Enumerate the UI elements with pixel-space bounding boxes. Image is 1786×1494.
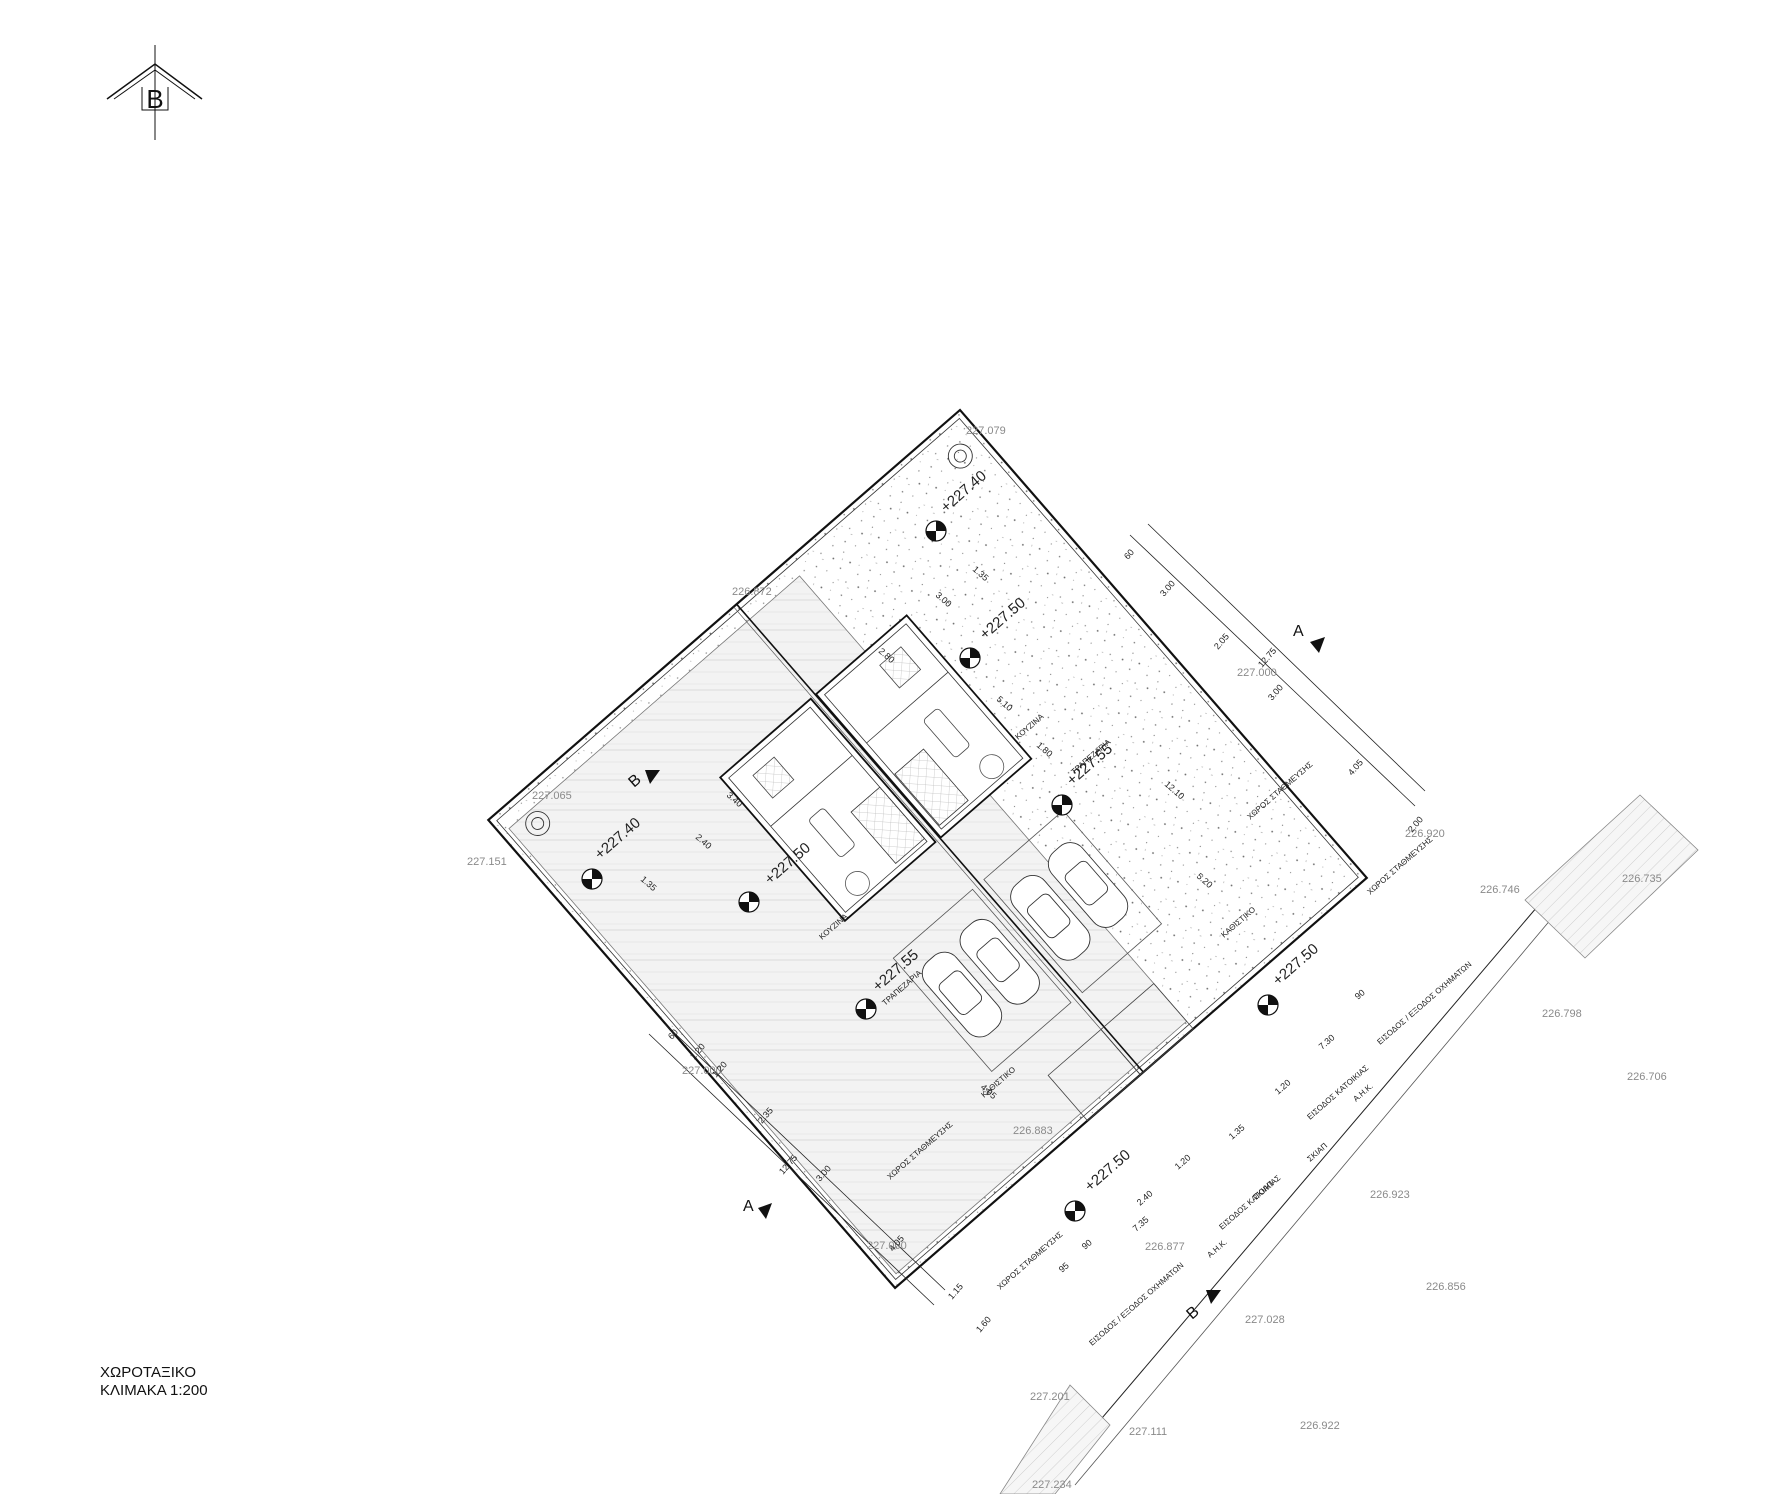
spot-level: 227.028 [1245, 1314, 1285, 1326]
dimension: 60 [1122, 547, 1136, 561]
spot-level: 227.000 [682, 1065, 722, 1077]
parking-bay-south [892, 888, 1072, 1072]
svg-text:A: A [743, 1198, 754, 1215]
spot-level: 226.872 [732, 586, 772, 598]
dimension: 7.35 [1131, 1214, 1151, 1233]
kitchen-unit-south [752, 756, 795, 799]
spot-level: 226.706 [1627, 1071, 1667, 1083]
dimension: 90 [1353, 987, 1367, 1001]
room-label-house-entrance: ΕΙΣΟΔΟΣ ΚΑΤΟΙΚΙΑΣ [1217, 1173, 1282, 1231]
spot-level: 227.234 [1032, 1479, 1072, 1491]
spot-level: 227.201 [1030, 1391, 1070, 1403]
room-label-parking: ΧΩΡΟΣ ΣΤΑΘΜΕΥΣΗΣ [995, 1230, 1064, 1292]
room-label-skiap: ΣΚΙΑΠ [1251, 1179, 1275, 1201]
spot-level: 227.079 [966, 425, 1006, 437]
parking-bay-north [983, 810, 1163, 994]
drawing-title-name: ΧΩΡΟΤΑΞΙΚΟ [100, 1364, 197, 1381]
spot-level: 226.856 [1426, 1281, 1466, 1293]
section-marker-a: A A [743, 623, 1325, 1219]
house-north [814, 614, 1033, 839]
stair-south [850, 786, 925, 864]
drawing-title-scale: ΚΛΙΜΑΚΑ 1:200 [100, 1382, 208, 1399]
north-symbol-letter: B [146, 84, 163, 114]
dimension: 90 [1080, 1237, 1094, 1251]
svg-text:A: A [1293, 623, 1304, 640]
dimension: 1.20 [1273, 1077, 1293, 1096]
spot-level: 227.151 [467, 856, 507, 868]
dimension: 2.05 [1212, 632, 1231, 652]
street-edge [999, 794, 1699, 1494]
stair-north [894, 748, 969, 826]
car-icon [921, 842, 1129, 1038]
paved-yard [508, 575, 1188, 1275]
dimension: 95 [1057, 1260, 1071, 1274]
dimension: 2.40 [1135, 1188, 1155, 1207]
svg-text:B: B [1183, 1303, 1202, 1323]
site-lot [486, 408, 1369, 1290]
tree-icon [525, 443, 973, 836]
dining-table-south [809, 808, 855, 857]
dimension: 1.20 [1173, 1152, 1193, 1171]
spot-level: 226.877 [1145, 1241, 1185, 1253]
drawing-title: ΧΩΡΟΤΑΞΙΚΟ ΚΛΙΜΑΚΑ 1:200 [100, 1364, 208, 1400]
dimension: 3.00 [1266, 683, 1285, 703]
room-label-skiap: ΣΚΙΑΠ [1305, 1141, 1329, 1163]
house-south [718, 697, 937, 923]
dimension-lines [648, 523, 1426, 1306]
lot-divider [736, 603, 1144, 1073]
dimension: 1.15 [946, 1282, 965, 1302]
room-label-parking: ΧΩΡΟΣ ΣΤΑΘΜΕΥΣΗΣ [1365, 835, 1434, 897]
spot-level: 226.883 [1013, 1125, 1053, 1137]
spot-level: 227.000 [1237, 667, 1277, 679]
spot-level: 226.922 [1300, 1420, 1340, 1432]
spot-level: 227.111 [1129, 1426, 1167, 1438]
dimension: 3.00 [1158, 579, 1177, 599]
spot-level: 226.746 [1480, 884, 1520, 896]
dimension: 1.35 [1227, 1122, 1247, 1141]
dimension: 4.05 [1346, 758, 1365, 778]
dimension: 7.30 [1317, 1032, 1337, 1051]
spot-level: 226.798 [1542, 1008, 1582, 1020]
platform-level: +227.50 [1081, 1146, 1133, 1195]
spot-level: 227.000 [867, 1240, 907, 1252]
dimension: 1.60 [974, 1315, 993, 1335]
kitchen-unit-north [879, 646, 922, 689]
spot-level: 226.735 [1622, 873, 1662, 885]
spot-level: 226.923 [1370, 1189, 1410, 1201]
room-label-vehicle-entrance: ΕΙΣΟΔΟΣ / ΕΞΟΔΟΣ ΟΧΗΜΑΤΩΝ [1087, 1261, 1185, 1348]
spot-levels: 227.079 226.872 227.065 227.151 227.000 … [467, 425, 1667, 1491]
room-label-ahk: Α.Η.Κ. [1351, 1082, 1374, 1104]
room-label-vehicle-entrance: ΕΙΣΟΔΟΣ / ΕΞΟΔΟΣ ΟΧΗΜΑΤΩΝ [1375, 960, 1473, 1047]
spot-level: 227.065 [532, 790, 572, 802]
dining-table-north [923, 708, 970, 758]
spot-level: 226.920 [1405, 828, 1445, 840]
north-arrow-icon: B [106, 45, 203, 140]
dimension: 60 [666, 1027, 680, 1041]
room-label-ahk: Α.Η.Κ. [1205, 1238, 1228, 1260]
